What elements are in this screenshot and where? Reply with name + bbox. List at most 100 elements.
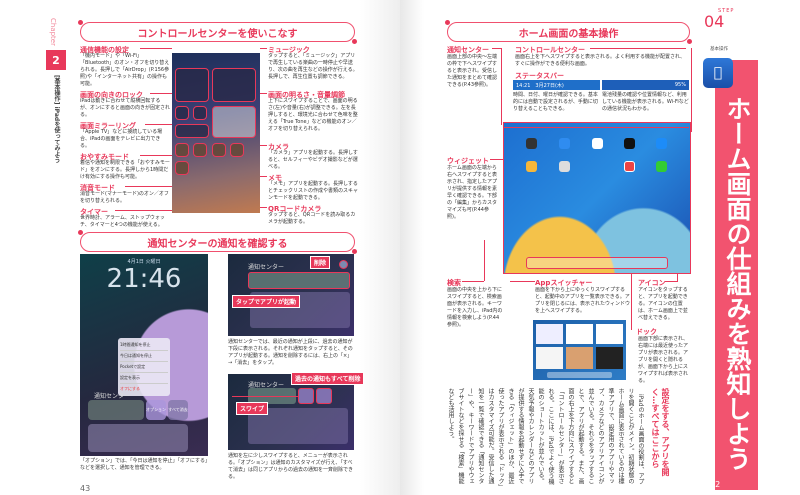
app-store-icon[interactable] — [656, 138, 667, 149]
label-widget: ウィジェット — [447, 157, 489, 165]
body-icon: アイコンをタップすると、アプリを起動できる。アイコンの位置は、ホーム画面上で並べ… — [638, 287, 688, 321]
menu-item[interactable]: Pocketで設定 — [120, 362, 168, 373]
camera-app-icon[interactable] — [526, 138, 537, 149]
app-window — [596, 324, 623, 344]
notification-center-screenshot-2: 通知センター — [228, 374, 354, 450]
camera-tile — [230, 143, 244, 157]
app-window — [536, 347, 563, 369]
annotation-body: タップすると、QRコードを読み取るカメラが起動する。 — [268, 212, 356, 225]
annotation-body: iPadは動きに合わせて縦横回転するが、オンにすると画面の向きが固定される。 — [80, 98, 170, 118]
caption-lock-screen: 「オプション」では、「今日は通知を停止」「オフにする」などを選択して、通知を管理… — [80, 458, 208, 471]
annotation-title: ミュージック — [268, 46, 310, 54]
annotation-title: QRコードカメラ — [268, 205, 322, 213]
annotation-title: 消音モード — [80, 184, 115, 192]
notes-tile — [212, 143, 226, 157]
nc-title: 通知センター — [248, 264, 285, 271]
section-heading-notification-center: 通知センターの通知を確認する — [78, 230, 357, 254]
app-icon-highlighted[interactable] — [624, 161, 635, 172]
badge-clear-all: 過去の通知もすべて削除 — [291, 372, 365, 385]
menu-item[interactable]: 1時間通知を停止 — [120, 340, 168, 351]
clear-all-button[interactable]: すべて消去 — [168, 400, 188, 420]
files-app-icon[interactable] — [559, 138, 570, 149]
annotation-body: 「メモ」アプリを起動する。長押しするとチェックリストの作成や書類のスキャンモード… — [268, 181, 359, 201]
menu-item[interactable]: 設定を表示 — [120, 373, 168, 384]
body-app-switcher: 画面を下から上にゆっくりスワイプすると、起動中のアプリを一覧表示できる。アプリを… — [535, 287, 631, 314]
body-search: 画面の中央を上から下にスワイプすると、検索画面が表示される。キーワードを入力し、… — [447, 287, 503, 328]
option-button[interactable] — [298, 388, 314, 404]
left-page: Chapter 2 [基本操作] iPadを使ってみよう コントロールセンターを… — [0, 0, 400, 495]
section-heading-control-center: コントロールセンターを使いこなす — [78, 20, 357, 44]
page-number: 43 — [80, 484, 91, 493]
badge-swipe: スワイプ — [236, 402, 269, 415]
right-page: ホーム画面の基本操作 通知センター 画面上部の中央～左端の枠で下へスワイプすると… — [400, 0, 800, 495]
caption-notification-center-1: 通知センターでは、最近の通知が上段に、過去の通知が下段に表示される。それぞれ通知… — [228, 339, 353, 366]
lock-time: 21:46 — [106, 264, 182, 294]
chapter-title: [基本操作] iPadを使ってみよう — [53, 75, 60, 164]
annotation-body: 「Apple TV」などに接続している場合、iPadの画面をテレビに出力できる。 — [80, 129, 163, 149]
app-window — [596, 347, 623, 369]
badge-delete: 削除 — [310, 256, 331, 269]
ipad-home-screen — [503, 122, 691, 274]
clock-app-icon[interactable] — [559, 161, 570, 172]
annotation-body: タップすると、「ミュージック」アプリで再生している楽曲の一時停止や早送り、次の曲… — [268, 53, 358, 80]
dock[interactable] — [526, 257, 668, 269]
menu-item-turn-off[interactable]: オフにする — [120, 386, 141, 391]
silent-mode-tile — [175, 143, 189, 157]
swipe-arrow — [232, 396, 298, 397]
app-switcher-screenshot — [533, 320, 626, 380]
notification-card[interactable] — [88, 424, 188, 452]
timer-tile — [193, 143, 207, 157]
step-number: 04 — [704, 12, 725, 31]
notification-card[interactable] — [88, 400, 144, 420]
nc-title: 通知センター — [248, 382, 285, 389]
label-control-center: コントロールセンター — [515, 46, 585, 54]
chapter-label: Chapter — [49, 18, 57, 46]
tv-app-icon[interactable] — [624, 138, 635, 149]
menu-item[interactable]: 今日は通知を停止 — [120, 351, 168, 362]
option-button[interactable]: オプション — [146, 400, 166, 420]
apple-logo-icon:  — [703, 58, 733, 88]
clear-all-button[interactable] — [316, 388, 332, 404]
body-dock: 画面下部に表示され、右端には最近使ったアプリが表示される。アプリを開くと隠れるが… — [638, 336, 689, 384]
annotation-body: 消音モード(マナーモード)のオン／オフを切り替えられる。 — [80, 191, 169, 204]
annotation-title: おやすみモード — [80, 153, 129, 161]
label-notification-center: 通知センター — [447, 46, 489, 54]
step-category: 基本操作 — [710, 47, 728, 52]
app-window — [566, 347, 593, 369]
annotation-title: 画面ミラーリング — [80, 122, 136, 130]
annotation-body: 上下にスワイプすることで、画面の明るさ(左)や音量(右)が調整できる。左を長押し… — [268, 98, 358, 132]
annotation-title: タイマー — [80, 208, 108, 216]
status-bar-right-sample: 95% — [602, 80, 689, 90]
facetime-app-icon[interactable] — [656, 161, 667, 172]
article-body: iPadのホーム画面の役割は、アプリを開くことがメイン。初期状態のホーム画面に表… — [447, 388, 644, 488]
lock-date: 4月1日 火曜日 — [127, 259, 161, 265]
brightness-volume-tile — [212, 106, 256, 138]
page-number: 42 — [710, 480, 721, 489]
label-icon: アイコン — [638, 279, 666, 287]
focus-tile — [175, 124, 209, 138]
close-icon[interactable] — [339, 260, 348, 269]
body-status-bar-right: 電池残量の確認や位置情報など、利用している機能が表示される。Wi-Fiなどの通信… — [602, 92, 689, 112]
app-window — [566, 324, 593, 344]
connectivity-tile — [175, 68, 209, 102]
body-status-bar-left: 時間、日付、曜日が確認できる。基本的には自動で設定されるが、手動に切り替えること… — [513, 92, 598, 112]
chapter-number: 2 — [46, 50, 66, 70]
annotation-title: カメラ — [268, 143, 289, 151]
reminders-app-icon[interactable] — [592, 138, 603, 149]
label-search: 検索 — [447, 279, 461, 287]
status-bar-left-sample: 14:21 3月27日(木) — [513, 80, 600, 90]
body-widget: ホーム画面の左端から右へスワイプすると表示され、指定したアプリが提供する情報を素… — [447, 165, 498, 220]
body-notification-center: 画面上部の中央～左端の枠で下へスワイプすると表示され。受信した通知をまとめて確認… — [447, 54, 498, 88]
control-center-screenshot — [172, 53, 260, 213]
caption-notification-center-2: 通知を左に少しスワイプすると、メニューが表示される。「オプション」は通知のカスタ… — [228, 453, 354, 480]
screen-mirroring-tile — [193, 106, 207, 120]
app-window — [536, 324, 563, 344]
annotation-body: 「機内モード」や「Wi-Fi」「Bluetooth」のオン・オフを切り替えられる… — [80, 53, 170, 87]
annotation-body: 着信や通知を制限できる「おやすみモード」をオンにする。長押しから1時間だけ有効に… — [80, 160, 170, 180]
title-band — [715, 60, 758, 490]
qr-code-tile — [175, 161, 189, 175]
label-app-switcher: Appスイッチャー — [535, 279, 593, 287]
notification-card[interactable] — [248, 272, 350, 289]
photos-app-icon[interactable] — [526, 161, 537, 172]
status-bar — [504, 123, 689, 128]
